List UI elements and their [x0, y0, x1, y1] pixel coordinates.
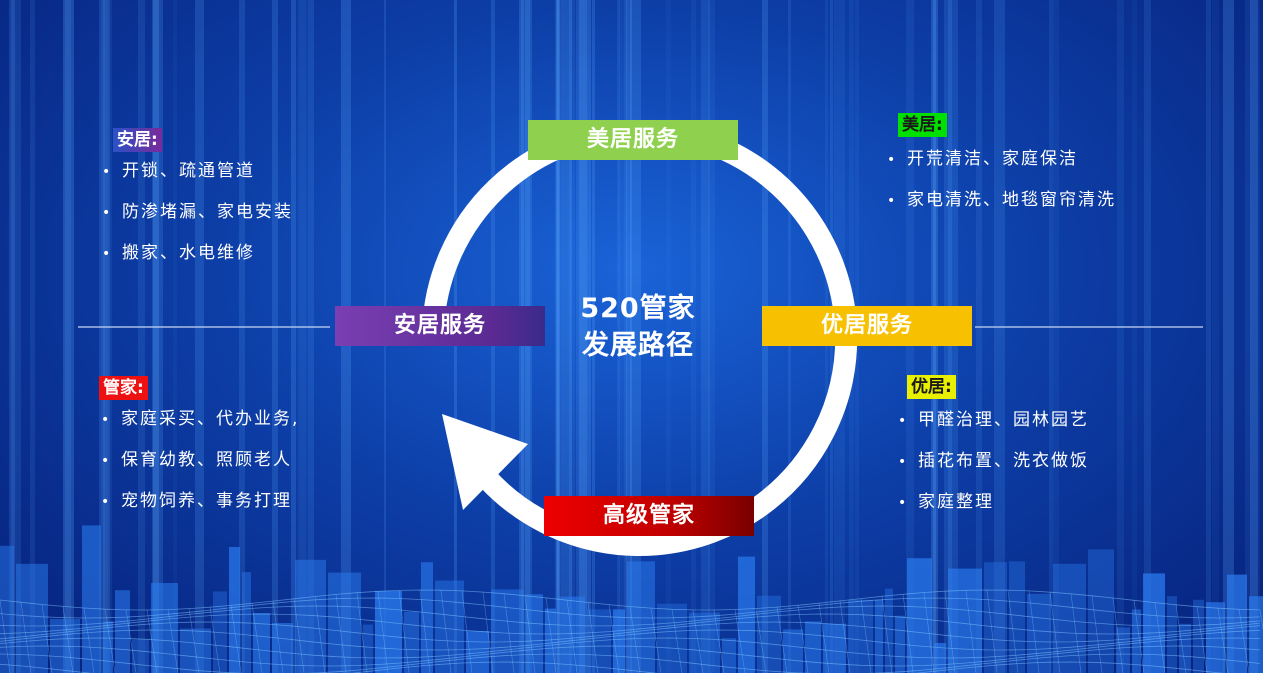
- list-item: 插花布置、洗衣做饭: [898, 447, 1089, 488]
- list-item: 宠物饲养、事务打理: [101, 487, 299, 528]
- list-meiju: 开荒清洁、家庭保洁 家电清洗、地毯窗帘清洗: [887, 145, 1116, 227]
- center-title-line1: 520管家: [580, 293, 696, 324]
- cycle-arrowhead-icon: [442, 414, 528, 510]
- tag-youju: 优居:: [907, 375, 956, 399]
- tag-guanjia: 管家:: [99, 376, 148, 400]
- list-youju: 甲醛治理、园林园艺 插花布置、洗衣做饭 家庭整理: [898, 406, 1089, 529]
- hub-youju-service: 优居服务: [762, 306, 972, 346]
- wave-grid: [0, 589, 1263, 673]
- hub-anju-service: 安居服务: [335, 306, 545, 346]
- hub-senior-butler: 高级管家: [544, 496, 754, 536]
- hub-meiju-service: 美居服务: [528, 120, 738, 160]
- list-guanjia: 家庭采买、代办业务, 保育幼教、照顾老人 宠物饲养、事务打理: [101, 405, 299, 528]
- list-item: 开荒清洁、家庭保洁: [887, 145, 1116, 186]
- list-item: 家庭采买、代办业务,: [101, 405, 299, 446]
- list-item: 家电清洗、地毯窗帘清洗: [887, 186, 1116, 227]
- list-item: 搬家、水电维修: [102, 239, 293, 280]
- list-item: 甲醛治理、园林园艺: [898, 406, 1089, 447]
- list-item: 开锁、疏通管道: [102, 157, 293, 198]
- list-item: 保育幼教、照顾老人: [101, 446, 299, 487]
- list-item: 家庭整理: [898, 488, 1089, 529]
- tag-anju: 安居:: [113, 128, 162, 152]
- tag-meiju: 美居:: [898, 113, 947, 137]
- list-anju: 开锁、疏通管道 防渗堵漏、家电安装 搬家、水电维修: [102, 157, 293, 280]
- center-title-line2: 发展路径: [582, 330, 694, 361]
- center-title: 520管家 发展路径: [548, 290, 728, 364]
- list-item: 防渗堵漏、家电安装: [102, 198, 293, 239]
